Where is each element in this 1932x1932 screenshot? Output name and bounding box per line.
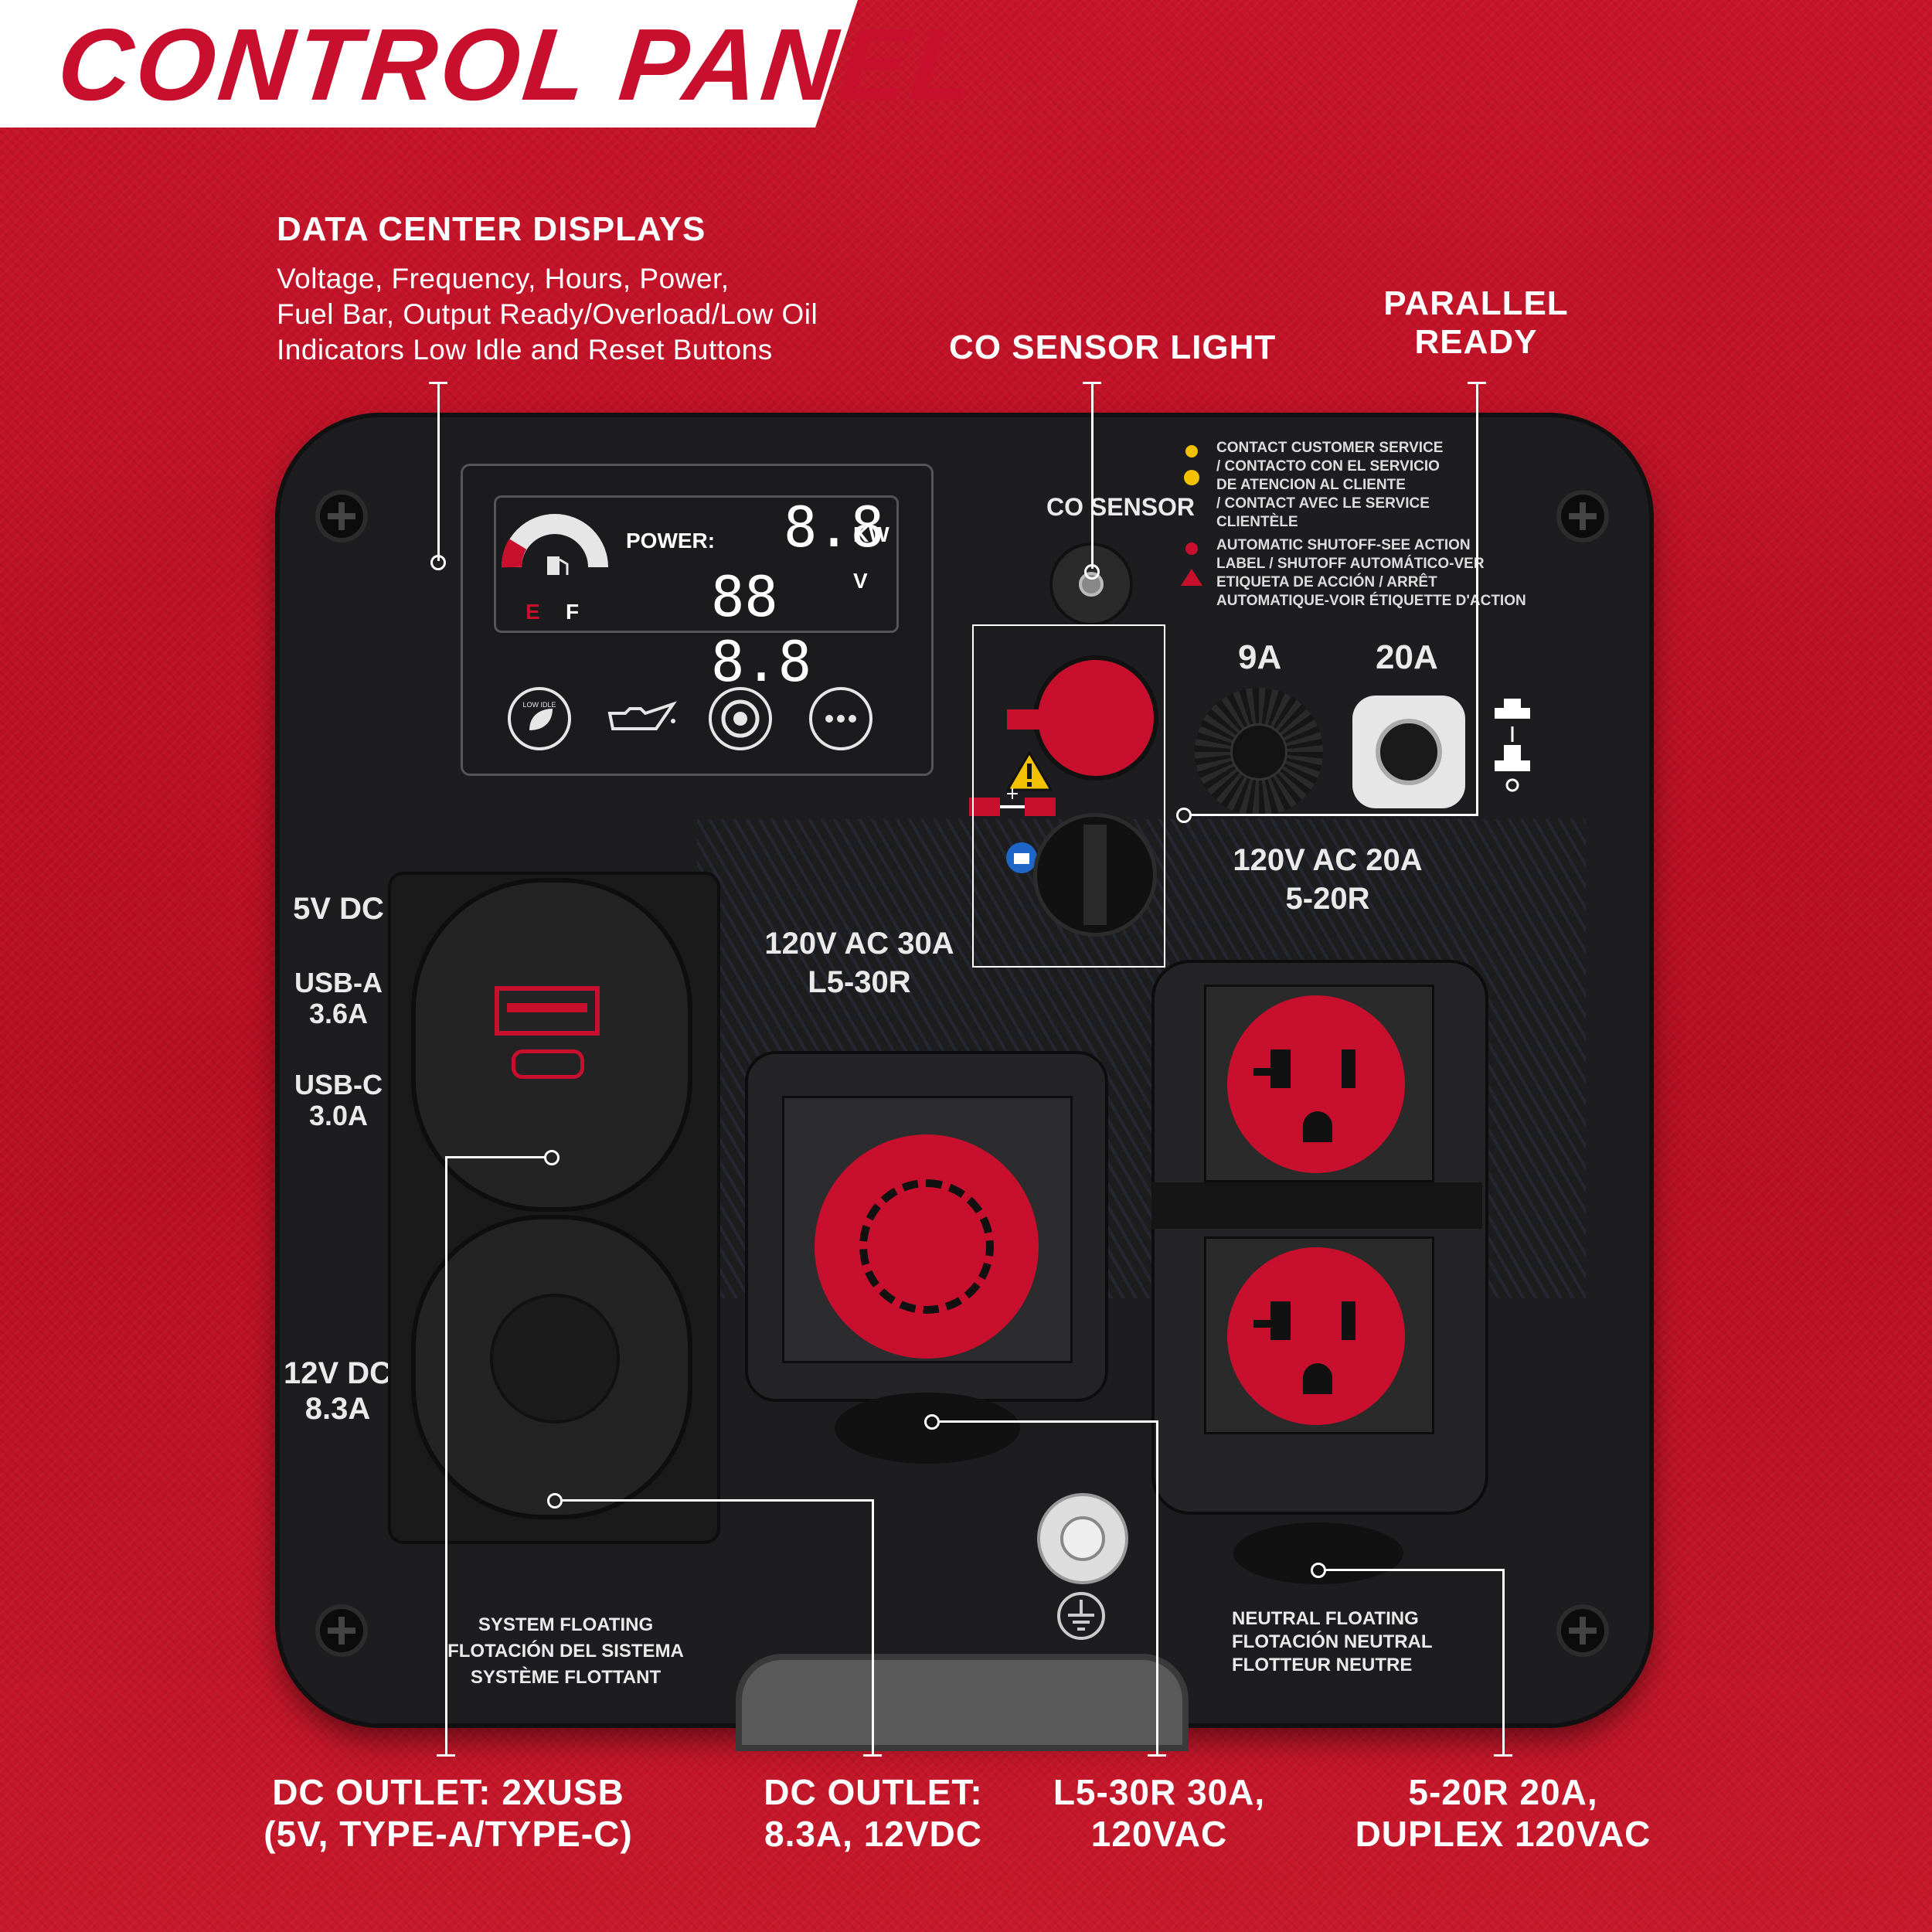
page-title: CONTROL PANEL: [53, 8, 985, 121]
data-center-description: Voltage, Frequency, Hours, Power, Fuel B…: [277, 263, 818, 366]
leader-dot: [430, 555, 446, 570]
duplex-label: 120V AC 20A 5-20R: [1233, 843, 1423, 916]
duplex-upper-receptacle[interactable]: [1227, 995, 1405, 1173]
screw-icon: [320, 495, 363, 538]
svg-text:+: +: [1005, 785, 1019, 804]
lcd-screen: E F POWER: 8.8 KW 88 8.8 V: [494, 495, 899, 694]
leader-line: [1476, 383, 1478, 816]
leader-line: [1148, 1754, 1166, 1757]
breaker-9a-button[interactable]: [1195, 688, 1323, 816]
leader-line: [1494, 1754, 1512, 1757]
fuel-gauge-icon: [502, 514, 608, 589]
svg-text:LOW IDLE: LOW IDLE: [522, 701, 556, 709]
leader-line: [1468, 382, 1486, 384]
duplex-heading: 5-20R 20A, DUPLEX 120VAC: [1355, 1772, 1651, 1854]
low-idle-button[interactable]: LOW IDLE: [508, 687, 571, 750]
leader-line: [1502, 1569, 1505, 1756]
warning-triangle-icon: [1006, 751, 1053, 791]
reset-button[interactable]: [709, 687, 772, 750]
leader-line: [1190, 814, 1478, 816]
dc-12v-label: 12V DC 8.3A: [283, 1356, 393, 1426]
data-center-display: E F POWER: 8.8 KW 88 8.8 V LOW IDLE: [461, 464, 934, 776]
power-value: 8.8: [784, 495, 885, 560]
oil-can-icon: [607, 701, 678, 730]
leader-line: [445, 1156, 546, 1158]
dc-usb-outlet-heading: DC OUTLET: 2XUSB (5V, TYPE-A/TYPE-C): [264, 1772, 633, 1854]
duplex-middle-divider: [1151, 1182, 1482, 1229]
neutral-floating-label: NEUTRAL FLOATING FLOTACIÓN NEUTRAL FLOTT…: [1232, 1608, 1433, 1675]
usb-a-label: USB-A 3.6A: [294, 967, 383, 1029]
warning-customer-service: CONTACT CUSTOMER SERVICE / CONTACTO CON …: [1216, 440, 1444, 530]
usb-c-label: USB-C 3.0A: [294, 1069, 383, 1131]
shutoff-warning-icon: [1181, 543, 1202, 586]
l5-30r-receptacle[interactable]: [815, 1134, 1039, 1359]
ellipsis-icon: [825, 715, 856, 723]
ground-icon: [1057, 1592, 1105, 1640]
leader-dot: [1084, 564, 1100, 580]
leader-line: [445, 1156, 447, 1756]
title-banner: [0, 0, 858, 128]
data-center-heading: DATA CENTER DISPLAYS: [277, 210, 706, 248]
leader-dot: [1176, 808, 1192, 823]
leader-line: [429, 382, 447, 384]
fuel-full-label: F: [566, 600, 580, 624]
service-indicator-icon: [1184, 445, 1199, 485]
breaker-20a-label: 20A: [1376, 638, 1438, 676]
leader-line: [1091, 383, 1094, 569]
usb-c-port[interactable]: [512, 1049, 584, 1079]
leader-line: [437, 383, 440, 561]
screw-icon: [320, 1609, 363, 1652]
leaf-icon: LOW IDLE: [522, 701, 556, 730]
parallel-cable-icon: +: [969, 785, 1056, 816]
system-floating-label: SYSTEM FLOATING FLOTACIÓN DEL SISTEMA SY…: [447, 1614, 684, 1688]
fuel-valve-knob[interactable]: [1007, 655, 1158, 781]
breaker-9a-label: 9A: [1238, 638, 1282, 676]
fuel-empty-label: E: [526, 600, 540, 624]
screw-icon: [1561, 495, 1604, 538]
leader-line: [437, 1754, 455, 1757]
l5-30r-heading: L5-30R 30A, 120VAC: [1053, 1772, 1266, 1854]
l5-30r-label: 120V AC 30A L5-30R: [764, 927, 954, 999]
dc-5v-label: 5V DC: [293, 892, 384, 926]
duplex-lower-receptacle[interactable]: [1227, 1247, 1405, 1425]
voltage-unit: V: [853, 569, 868, 593]
leader-line: [872, 1499, 874, 1756]
leader-dot: [547, 1493, 563, 1509]
read-manual-icon: [1006, 842, 1037, 873]
leader-line: [1083, 382, 1101, 384]
carry-handle: [736, 1654, 1189, 1751]
leader-line: [940, 1420, 1158, 1423]
parallel-ready-heading: PARALLEL READY: [1383, 284, 1569, 361]
fuel-switch-outline: [972, 624, 1165, 968]
dc-12v-outlet-heading: DC OUTLET: 8.3A, 12VDC: [764, 1772, 983, 1854]
control-panel: E F POWER: 8.8 KW 88 8.8 V LOW IDLE CO S…: [280, 417, 1649, 1751]
voltage-value: 88 8.8: [711, 564, 812, 694]
engine-switch-knob[interactable]: [1033, 813, 1157, 937]
reset-icon: [721, 699, 760, 738]
leader-dot: [544, 1150, 560, 1165]
usb-a-port[interactable]: [495, 986, 600, 1036]
leader-line: [563, 1499, 874, 1502]
power-label: POWER:: [626, 529, 716, 553]
leader-line: [1326, 1569, 1505, 1571]
co-sensor-heading: CO SENSOR LIGHT: [949, 328, 1277, 366]
warning-auto-shutoff: AUTOMATIC SHUTOFF-SEE ACTION LABEL / SHU…: [1216, 537, 1526, 609]
leader-line: [863, 1754, 882, 1757]
co-sensor-label: CO SENSOR: [1046, 493, 1196, 521]
screw-icon: [1561, 1609, 1604, 1652]
breaker-state-icon: [1495, 699, 1530, 792]
leader-dot: [1311, 1563, 1326, 1578]
more-options-button[interactable]: [809, 687, 872, 750]
ground-terminal[interactable]: [1037, 1493, 1128, 1584]
dc-12v-cover[interactable]: [411, 1215, 692, 1519]
breaker-20a-button[interactable]: [1352, 696, 1465, 808]
leader-dot: [924, 1414, 940, 1430]
power-unit: KW: [853, 522, 889, 546]
leader-line: [1156, 1420, 1158, 1756]
